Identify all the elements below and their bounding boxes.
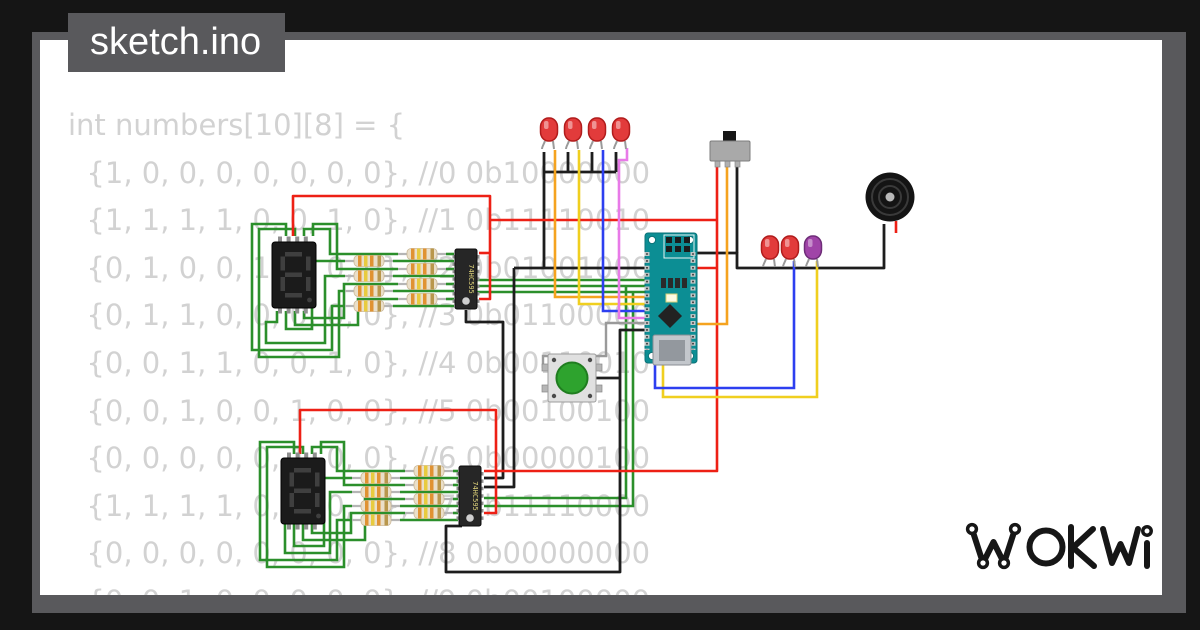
- resistor[interactable]: [350, 499, 402, 513]
- wire[interactable]: [250, 222, 345, 352]
- icsp-header: [663, 234, 695, 259]
- wires-gray[interactable]: [541, 321, 648, 368]
- wire[interactable]: [661, 261, 819, 399]
- resistor[interactable]: [343, 269, 395, 283]
- wire[interactable]: [484, 286, 628, 500]
- shift-register-1[interactable]: 74HC595: [452, 247, 480, 311]
- chip-label: 74HC595: [467, 264, 475, 294]
- resistor[interactable]: [403, 478, 455, 492]
- wires-orange[interactable]: [553, 150, 729, 326]
- wire[interactable]: [258, 440, 352, 562]
- code-line: int numbers[10][8] = {: [68, 108, 406, 142]
- resistor[interactable]: [403, 506, 455, 520]
- wire[interactable]: [284, 259, 345, 331]
- wire[interactable]: [291, 194, 492, 301]
- resistor[interactable]: [343, 299, 395, 313]
- wire[interactable]: [577, 150, 645, 306]
- code-line: {0, 0, 1, 0, 0, 0, 0, 0}, //9 0b00100000: [68, 578, 650, 595]
- wire[interactable]: [301, 497, 405, 542]
- resistor-bank-top[interactable]: [343, 247, 448, 313]
- led-purple[interactable]: [803, 235, 823, 268]
- wire[interactable]: [310, 511, 405, 535]
- sketch-tab-title: sketch.ino: [90, 21, 262, 63]
- resistor[interactable]: [343, 284, 395, 298]
- wire[interactable]: [541, 321, 648, 368]
- wire[interactable]: [484, 163, 719, 473]
- code-line: {1, 1, 1, 1, 0, 0, 1, 0}, //1 0b11110010: [68, 203, 651, 238]
- chip-label: 74HC595: [471, 481, 479, 511]
- wire[interactable]: [697, 163, 729, 326]
- resistor[interactable]: [396, 247, 448, 261]
- resistor[interactable]: [350, 485, 402, 499]
- resistor[interactable]: [396, 262, 448, 276]
- resistor[interactable]: [403, 464, 455, 478]
- wire[interactable]: [444, 328, 648, 574]
- wire[interactable]: [601, 150, 645, 313]
- wokwi-logo: [965, 522, 1153, 570]
- wire[interactable]: [264, 274, 345, 345]
- led-red-3[interactable]: [587, 117, 607, 150]
- buzzer[interactable]: [865, 172, 915, 222]
- wires-red[interactable]: [291, 163, 898, 515]
- arduino-nano[interactable]: [644, 232, 698, 366]
- led-red-2[interactable]: [563, 117, 583, 150]
- wire[interactable]: [310, 445, 405, 473]
- sketch-tab[interactable]: sketch.ino: [68, 13, 285, 72]
- wire[interactable]: [695, 224, 886, 270]
- resistor[interactable]: [350, 513, 402, 527]
- wire[interactable]: [292, 476, 352, 548]
- wire[interactable]: [298, 408, 498, 515]
- wires-magenta[interactable]: [617, 148, 645, 320]
- wire[interactable]: [617, 148, 645, 320]
- wire[interactable]: [283, 490, 352, 555]
- resistor[interactable]: [350, 471, 402, 485]
- pushbutton[interactable]: [541, 353, 603, 403]
- wire[interactable]: [319, 440, 405, 487]
- wire[interactable]: [257, 227, 345, 359]
- led-red-5[interactable]: [760, 235, 780, 268]
- seven-segment-display-2[interactable]: [281, 455, 325, 527]
- wires-green[interactable]: [250, 222, 645, 569]
- wire[interactable]: [484, 292, 635, 508]
- wire[interactable]: [311, 222, 398, 271]
- led-red-4[interactable]: [611, 117, 631, 150]
- wire[interactable]: [302, 282, 398, 320]
- wire[interactable]: [553, 150, 645, 299]
- wire[interactable]: [484, 268, 516, 489]
- seven-segment-display-1[interactable]: [272, 239, 316, 311]
- wire[interactable]: [464, 310, 505, 480]
- wire[interactable]: [302, 227, 398, 256]
- slide-switch[interactable]: [709, 131, 751, 168]
- resistor[interactable]: [396, 277, 448, 291]
- power-led: [665, 293, 678, 303]
- resistor-bank-bottom[interactable]: [350, 464, 455, 527]
- wires-yellow[interactable]: [577, 150, 819, 399]
- resistor[interactable]: [403, 492, 455, 506]
- resistor[interactable]: [396, 292, 448, 306]
- wire[interactable]: [293, 297, 398, 327]
- led-red-6[interactable]: [780, 235, 800, 268]
- resistor[interactable]: [343, 254, 395, 268]
- led-red-1[interactable]: [539, 117, 559, 150]
- shift-register-2[interactable]: 74HC595: [456, 464, 484, 528]
- wire[interactable]: [265, 445, 352, 569]
